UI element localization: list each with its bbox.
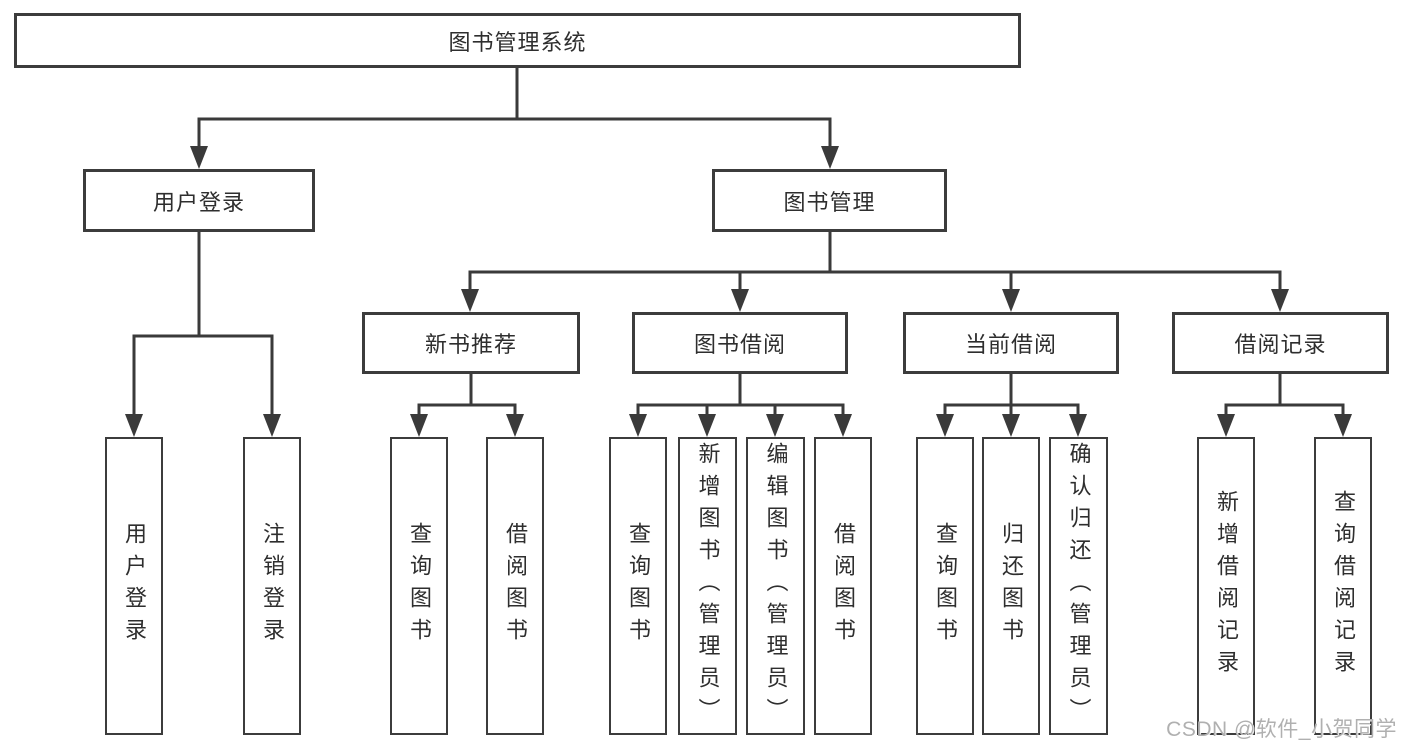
leaf-label: 查询借阅记录 bbox=[1331, 490, 1356, 682]
node-label: 借阅记录 bbox=[1234, 332, 1327, 357]
node-current-borrowing: 当前借阅 bbox=[903, 312, 1119, 374]
leaf-borrow-books-recommend: 借阅图书 bbox=[486, 437, 544, 735]
node-label: 当前借阅 bbox=[964, 332, 1057, 357]
leaf-label: 查询图书 bbox=[933, 522, 958, 650]
leaf-borrow-books: 借阅图书 bbox=[814, 437, 872, 735]
leaf-logout: 注销登录 bbox=[243, 437, 301, 735]
leaf-label: 归还图书 bbox=[999, 522, 1024, 650]
leaf-label: 用户登录 bbox=[122, 522, 147, 650]
node-book-borrowing: 图书借阅 bbox=[632, 312, 848, 374]
node-label: 图书管理 bbox=[783, 189, 876, 215]
leaf-label: 确认归还（管理员） bbox=[1066, 442, 1092, 730]
leaf-label: 借阅图书 bbox=[831, 522, 856, 650]
node-label: 新书推荐 bbox=[424, 332, 517, 357]
node-borrowing-records: 借阅记录 bbox=[1172, 312, 1389, 374]
leaf-user-login: 用户登录 bbox=[105, 437, 163, 735]
leaf-query-books-recommend: 查询图书 bbox=[390, 437, 448, 735]
leaf-edit-books-admin: 编辑图书（管理员） bbox=[746, 437, 805, 735]
node-label: 图书管理系统 bbox=[448, 29, 587, 55]
leaf-query-books-borrow: 查询图书 bbox=[609, 437, 667, 735]
leaf-query-borrow-record: 查询借阅记录 bbox=[1314, 437, 1372, 735]
leaf-return-books: 归还图书 bbox=[982, 437, 1040, 735]
leaf-label: 查询图书 bbox=[407, 522, 432, 650]
csdn-watermark: CSDN @软件_小贺同学 bbox=[1166, 718, 1397, 741]
leaf-label: 查询图书 bbox=[626, 522, 651, 650]
node-book-management: 图书管理 bbox=[712, 169, 947, 232]
leaf-confirm-return-admin: 确认归还（管理员） bbox=[1049, 437, 1108, 735]
leaf-label: 注销登录 bbox=[260, 522, 285, 650]
node-user-login: 用户登录 bbox=[83, 169, 315, 232]
leaf-label: 编辑图书（管理员） bbox=[763, 442, 789, 730]
leaf-query-books-current: 查询图书 bbox=[916, 437, 974, 735]
leaf-label: 借阅图书 bbox=[503, 522, 528, 650]
node-new-book-recommendation: 新书推荐 bbox=[362, 312, 580, 374]
leaf-add-borrow-record: 新增借阅记录 bbox=[1197, 437, 1255, 735]
leaf-label: 新增借阅记录 bbox=[1214, 490, 1239, 682]
leaf-label: 新增图书（管理员） bbox=[695, 442, 721, 730]
node-label: 图书借阅 bbox=[693, 332, 786, 357]
leaf-add-books-admin: 新增图书（管理员） bbox=[678, 437, 737, 735]
node-library-management-system: 图书管理系统 bbox=[14, 13, 1021, 68]
node-label: 用户登录 bbox=[152, 189, 245, 215]
